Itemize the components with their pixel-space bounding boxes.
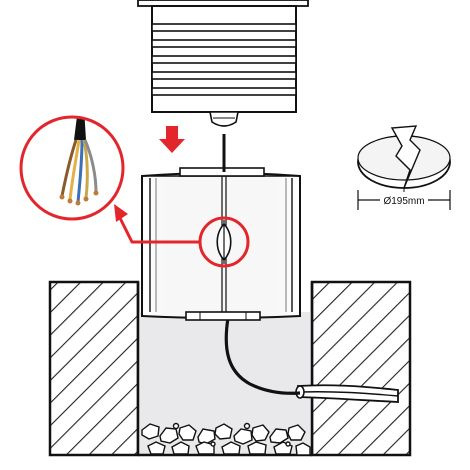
- wire-detail-callout: [19, 115, 125, 221]
- gravel-bed: [141, 422, 311, 456]
- light-fixture: [137, 0, 309, 127]
- red-callout-arrow-icon: [114, 204, 200, 244]
- left-ground-wall: [48, 280, 140, 457]
- dimension-label: Ø195mm: [383, 196, 424, 207]
- dimension-indicator: Ø195mm: [357, 190, 451, 210]
- cable-gland: [209, 111, 239, 127]
- exit-cable: [295, 384, 399, 403]
- cutout-template: [357, 125, 451, 192]
- right-ground-wall: [310, 280, 412, 457]
- red-down-arrow-icon: [159, 126, 185, 153]
- power-cable: [224, 317, 301, 395]
